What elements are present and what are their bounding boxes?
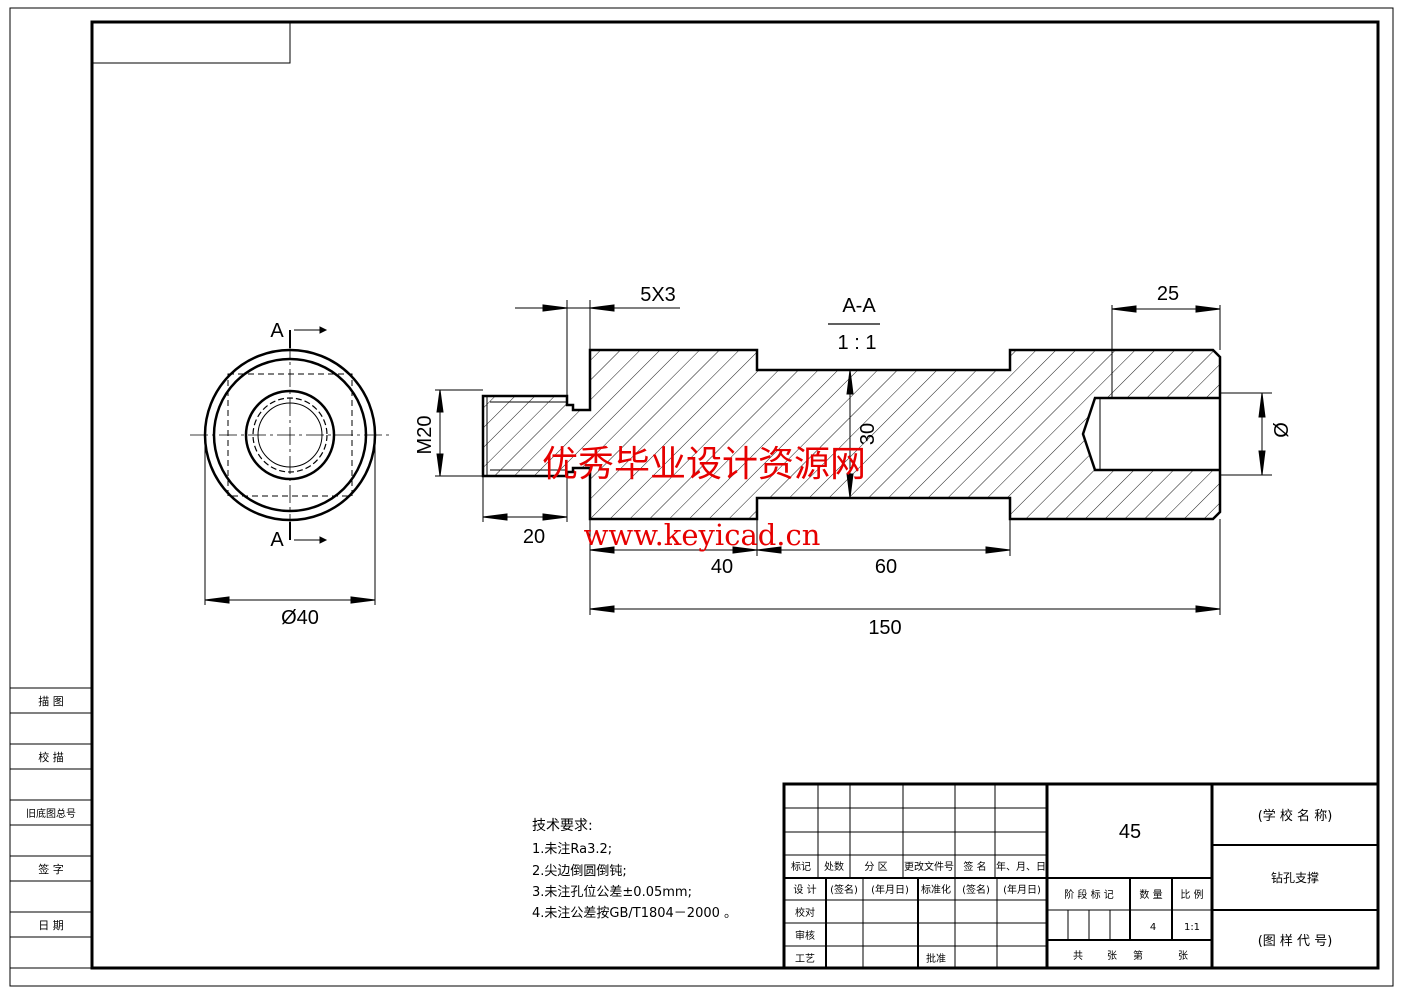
tb-approve: 批准	[926, 952, 946, 965]
od-dimension	[204, 440, 376, 605]
tb-date: 年、月、日	[996, 860, 1046, 873]
tb-sheets-unit-2: 张	[1178, 950, 1188, 962]
tb-std-date: (年月日)	[1003, 883, 1041, 896]
tb-scale-label: 比 例	[1180, 888, 1203, 901]
neck-dimension	[846, 369, 854, 499]
tb-designer: 设 计	[793, 883, 816, 896]
od-label: Ø40	[281, 607, 319, 629]
shaft-outline	[481, 348, 1222, 521]
bore-dia-label: Ø	[1271, 422, 1293, 438]
groove-dimension	[515, 300, 680, 396]
thread-lines	[486, 396, 567, 476]
tb-review: 审核	[795, 929, 815, 942]
watermark-url: www.keyicad.cn	[584, 518, 821, 552]
title-block-design-row: 设 计 (签名) (年月日) 标准化 (签名) (年月日)	[793, 883, 1041, 896]
tb-signature: 签 名	[963, 860, 986, 873]
tb-check: 校对	[795, 906, 815, 919]
tech-req-item-1: 1.未注Ra3.2;	[532, 842, 612, 857]
bore-depth-label: 25	[1157, 283, 1179, 305]
title-block-grid	[782, 782, 1380, 970]
tb-school: (学 校 名 称)	[1258, 808, 1333, 824]
tb-part-name: 钻孔支撑	[1271, 870, 1319, 885]
section-title: A-A	[842, 295, 876, 317]
tech-req-item-4: 4.未注公差按GB/T1804－2000 。	[532, 906, 737, 921]
tb-quantity-label: 数 量	[1139, 888, 1162, 901]
end-view	[190, 340, 392, 530]
tb-quantity: 4	[1150, 922, 1156, 933]
bore-dia-dimension	[1220, 392, 1272, 476]
tb-stage-label: 阶 段 标 记	[1064, 888, 1114, 901]
tb-sheets-unit-1: 张	[1107, 950, 1117, 962]
section-mark-top: A	[270, 320, 284, 342]
side-label-trace-check: 校 描	[38, 750, 64, 764]
tb-designer-date: (年月日)	[871, 883, 909, 896]
title-block-header: 标记 处数 分 区 更改文件号 签 名 年、月、日	[791, 860, 1046, 873]
section-mark-bottom: A	[270, 529, 284, 551]
overall-label: 150	[868, 617, 901, 639]
tech-req-item-2: 2.尖边倒圆倒钝;	[532, 864, 627, 879]
length-60-label: 60	[875, 556, 897, 578]
tb-material: 45	[1119, 821, 1141, 843]
thread-dimension	[435, 389, 483, 477]
tb-sheet-no-label: 第	[1133, 949, 1143, 962]
length-40-label: 40	[711, 556, 733, 578]
thread-length-dimension	[482, 476, 568, 522]
tb-zone: 分 区	[864, 861, 887, 873]
section-scale: 1 : 1	[838, 332, 877, 354]
neck-label: 30	[857, 423, 879, 445]
bore-depth-dimension	[1111, 305, 1221, 398]
section-marks	[289, 326, 328, 544]
watermark-title: 优秀毕业设计资源网	[542, 444, 866, 485]
length-dimensions	[589, 519, 1011, 615]
tech-req-title: 技术要求:	[532, 818, 593, 834]
thread-label: M20	[414, 416, 436, 455]
inner-frame	[90, 20, 1380, 970]
shaft-section-hatch	[483, 350, 1220, 519]
overall-dimension	[589, 519, 1221, 615]
tb-process: 工艺	[795, 953, 815, 965]
side-label-trace: 描 图	[38, 694, 64, 708]
outer-border	[9, 7, 1394, 987]
side-panel	[9, 687, 93, 969]
tb-designer-sign: (签名)	[830, 883, 858, 896]
tb-standardization: 标准化	[921, 883, 951, 896]
thread-length-label: 20	[523, 526, 545, 548]
tb-scale: 1:1	[1184, 922, 1200, 933]
side-label-old-number: 旧底图总号	[26, 807, 76, 820]
bore-outline	[1081, 396, 1220, 472]
side-label-date: 日 期	[38, 919, 64, 932]
side-label-sign: 签 字	[38, 862, 64, 876]
tb-std-sign: (签名)	[962, 883, 990, 896]
tb-mark: 标记	[791, 861, 811, 873]
tb-drawing-number: (图 样 代 号)	[1258, 934, 1333, 949]
tb-change-doc: 更改文件号	[904, 860, 954, 873]
tb-count: 处数	[824, 860, 844, 873]
tb-sheets-total-label: 共	[1073, 950, 1083, 962]
corner-box	[91, 21, 291, 64]
groove-label: 5X3	[640, 284, 676, 306]
tech-req-item-3: 3.未注孔位公差±0.05mm;	[532, 885, 692, 900]
